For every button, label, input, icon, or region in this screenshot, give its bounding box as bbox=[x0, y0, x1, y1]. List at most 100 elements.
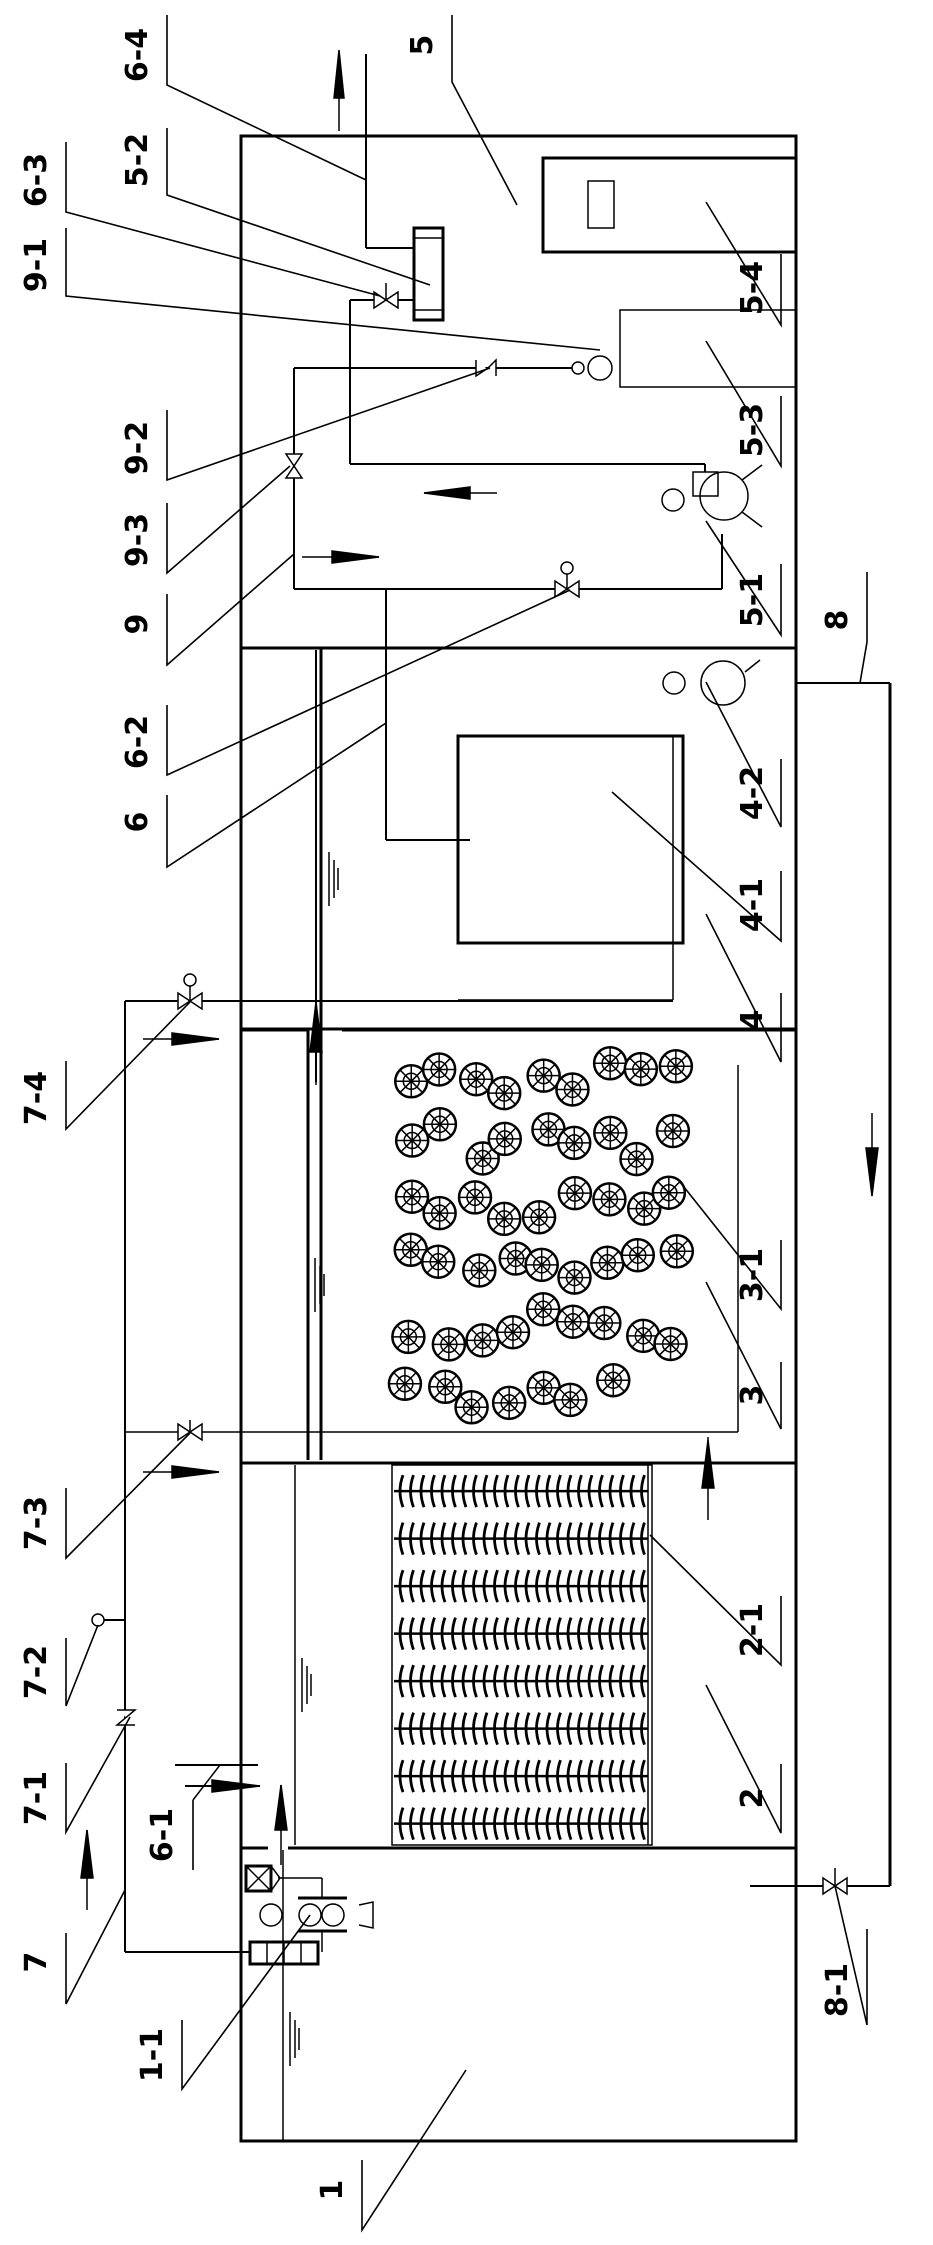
valve-6-2[interactable] bbox=[554, 561, 580, 599]
label-7: 7 bbox=[19, 1952, 54, 1973]
suspended-carrier-balls-3-1 bbox=[387, 1045, 695, 1425]
arrow-up-icon bbox=[80, 1829, 94, 1910]
carrier-ball-icon bbox=[421, 1052, 457, 1087]
compartment-5 bbox=[412, 156, 798, 528]
fiber-bundle-row bbox=[394, 1759, 648, 1793]
water-level-icon bbox=[301, 1658, 312, 1712]
label-1: 1 bbox=[315, 2180, 350, 2201]
label-7-1: 7-1 bbox=[19, 1771, 54, 1825]
label-4-2: 4-2 bbox=[735, 766, 770, 820]
label-4-1: 4-1 bbox=[735, 878, 770, 932]
valves bbox=[91, 283, 848, 1896]
lift-pump-1-1 bbox=[298, 1903, 322, 1927]
check-valve-9-2[interactable] bbox=[475, 358, 497, 378]
label-8: 8 bbox=[820, 610, 855, 631]
valve-7-4[interactable] bbox=[177, 973, 203, 1011]
pump-9-1 bbox=[587, 355, 613, 381]
arrow-right-icon bbox=[302, 550, 380, 564]
carrier-ball-icon bbox=[626, 1318, 661, 1354]
carrier-ball-icon bbox=[557, 1175, 593, 1211]
fiber-bundle-row bbox=[394, 1474, 648, 1508]
carrier-ball-icon bbox=[487, 1121, 523, 1157]
valve-9-3[interactable] bbox=[284, 453, 304, 479]
carrier-ball-icon bbox=[428, 1369, 463, 1405]
valve-icon bbox=[284, 453, 304, 479]
label-1-1: 1-1 bbox=[135, 2028, 170, 2082]
label-9-3: 9-3 bbox=[120, 513, 155, 567]
carrier-ball-icon bbox=[524, 1247, 559, 1283]
blower-support bbox=[741, 464, 763, 481]
check-valve-icon bbox=[475, 358, 497, 378]
carrier-ball-icon bbox=[526, 1370, 561, 1406]
valve-7-3[interactable] bbox=[177, 1420, 203, 1442]
carrier-ball-icon bbox=[498, 1241, 533, 1276]
carrier-ball-icon bbox=[651, 1175, 687, 1210]
label-2-1: 2-1 bbox=[735, 1603, 770, 1657]
carrier-ball-icon bbox=[431, 1327, 467, 1362]
arrow-right-icon bbox=[143, 1465, 220, 1479]
label-7-3: 7-3 bbox=[19, 1496, 54, 1550]
pump-bell bbox=[358, 1901, 374, 1929]
cabinet-display bbox=[587, 180, 615, 229]
carrier-ball-icon bbox=[454, 1389, 489, 1425]
carrier-ball-icon bbox=[653, 1326, 688, 1362]
blower-support bbox=[741, 511, 763, 528]
screen-box-cross bbox=[245, 1865, 272, 1892]
carrier-ball-icon bbox=[495, 1314, 531, 1350]
blower-motor bbox=[661, 488, 685, 512]
lift-pump-motor bbox=[259, 1903, 283, 1927]
arrow-down-icon bbox=[865, 1113, 879, 1197]
carrier-ball-icon bbox=[394, 1179, 430, 1214]
carrier-ball-icon bbox=[596, 1362, 631, 1398]
label-5-3: 5-3 bbox=[735, 403, 770, 457]
fiber-bundle-row bbox=[394, 1617, 648, 1651]
valve-8-1[interactable] bbox=[822, 1868, 848, 1896]
gauge-icon bbox=[560, 561, 574, 575]
dosing-unit-5-2 bbox=[412, 226, 445, 322]
arrow-right-icon bbox=[143, 1032, 220, 1046]
label-6-1: 6-1 bbox=[145, 1808, 180, 1862]
label-7-4: 7-4 bbox=[19, 1071, 54, 1125]
carrier-ball-icon bbox=[557, 1260, 592, 1295]
carrier-ball-icon bbox=[623, 1051, 659, 1087]
arrow-right-icon bbox=[185, 1779, 261, 1793]
label-9: 9 bbox=[120, 614, 155, 635]
carrier-ball-icon bbox=[491, 1385, 527, 1421]
arrow-up-icon bbox=[274, 1784, 288, 1865]
carrier-ball-icon bbox=[590, 1245, 625, 1280]
carrier-ball-icon bbox=[462, 1253, 497, 1288]
label-9-1: 9-1 bbox=[19, 238, 54, 292]
screen-box bbox=[244, 1864, 273, 1893]
compartment-4 bbox=[456, 659, 761, 1001]
fiber-bundle-row bbox=[394, 1522, 648, 1556]
water-level-icon bbox=[289, 2012, 300, 2066]
gauge-7-2 bbox=[91, 1613, 105, 1627]
carrier-ball-icon bbox=[422, 1195, 457, 1231]
outer-tank-wall bbox=[239, 134, 798, 2143]
carrier-ball-icon bbox=[658, 1049, 694, 1084]
carrier-ball-icon bbox=[555, 1072, 590, 1107]
label-9-2: 9-2 bbox=[120, 421, 155, 475]
label-6-2: 6-2 bbox=[120, 715, 155, 769]
pump-4-2 bbox=[700, 660, 746, 706]
carrier-ball-icon bbox=[526, 1058, 561, 1093]
pipe-6-1-slant bbox=[192, 1764, 221, 1801]
tank-5-3 bbox=[619, 309, 797, 388]
label-8-1: 8-1 bbox=[820, 1963, 855, 2017]
water-level-icon bbox=[314, 1258, 325, 1312]
carrier-ball-icon bbox=[521, 1200, 557, 1235]
carrier-ball-icon bbox=[556, 1125, 592, 1161]
carrier-ball-icon bbox=[659, 1234, 695, 1269]
label-5: 5 bbox=[405, 35, 440, 56]
carrier-ball-icon bbox=[422, 1107, 458, 1142]
label-3: 3 bbox=[735, 1385, 770, 1406]
pump-4-2-motor bbox=[662, 671, 686, 695]
water-level-icon bbox=[328, 852, 339, 906]
arrow-up-icon bbox=[333, 49, 345, 131]
fiber-bundle-row bbox=[394, 1569, 648, 1603]
label-3-1: 3-1 bbox=[735, 1248, 770, 1302]
tank-body bbox=[239, 134, 798, 2143]
flow-arrows bbox=[80, 49, 879, 1910]
carrier-ball-icon bbox=[592, 1045, 628, 1081]
